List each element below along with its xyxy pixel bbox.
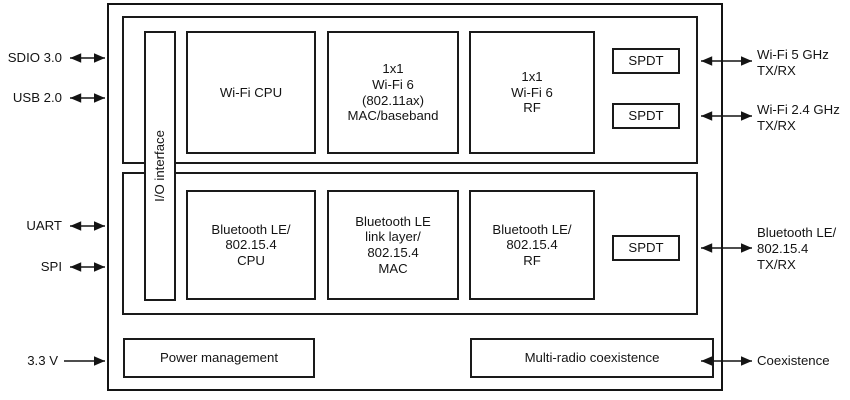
pin-label-sdio: SDIO 3.0 — [7, 50, 62, 65]
wifi-mac-baseband-label: 1x1 Wi-Fi 6 (802.11ax) MAC/baseband — [347, 61, 439, 124]
io-interface-label: I/O interface — [152, 130, 168, 202]
bt-cpu-label: Bluetooth LE/ 802.15.4 CPU — [211, 221, 291, 268]
bt-cpu-block[interactable]: Bluetooth LE/ 802.15.4 CPU — [186, 190, 316, 300]
power-management-block[interactable]: Power management — [123, 338, 315, 378]
spdt-bt-switch[interactable]: SPDT — [612, 235, 680, 261]
io-interface-block[interactable]: I/O interface — [144, 31, 176, 301]
spdt-bt-label: SPDT — [628, 240, 664, 256]
spdt-wifi-24ghz-label: SPDT — [628, 108, 664, 124]
pin-label-bt-tx-rx: Bluetooth LE/ 802.15.4 TX/RX — [757, 225, 837, 273]
spdt-wifi-24ghz-switch[interactable]: SPDT — [612, 103, 680, 129]
bt-rf-label: Bluetooth LE/ 802.15.4 RF — [492, 221, 572, 268]
pin-label-wifi-24ghz: Wi-Fi 2.4 GHz TX/RX — [757, 102, 840, 134]
pin-label-supply: 3.3 V — [27, 353, 58, 368]
bt-link-layer-mac-label: Bluetooth LE link layer/ 802.15.4 MAC — [355, 213, 431, 276]
spdt-wifi-5ghz-switch[interactable]: SPDT — [612, 48, 680, 74]
pin-label-wifi-5ghz: Wi-Fi 5 GHz TX/RX — [757, 47, 829, 79]
bt-rf-block[interactable]: Bluetooth LE/ 802.15.4 RF — [469, 190, 595, 300]
multi-radio-coexistence-block[interactable]: Multi-radio coexistence — [470, 338, 714, 378]
power-management-label: Power management — [159, 350, 279, 366]
wifi-rf-label: 1x1 Wi-Fi 6 RF — [511, 69, 553, 116]
spdt-wifi-5ghz-label: SPDT — [628, 53, 664, 69]
pin-label-uart: UART — [26, 218, 62, 233]
wifi-cpu-block[interactable]: Wi-Fi CPU — [186, 31, 316, 154]
wifi-cpu-label: Wi-Fi CPU — [219, 84, 283, 100]
pin-label-coexistence: Coexistence — [757, 353, 830, 368]
wifi-mac-baseband-block[interactable]: 1x1 Wi-Fi 6 (802.11ax) MAC/baseband — [327, 31, 459, 154]
wifi-rf-block[interactable]: 1x1 Wi-Fi 6 RF — [469, 31, 595, 154]
bt-link-layer-mac-block[interactable]: Bluetooth LE link layer/ 802.15.4 MAC — [327, 190, 459, 300]
multi-radio-coexistence-label: Multi-radio coexistence — [524, 350, 660, 366]
pin-label-usb: USB 2.0 — [12, 90, 62, 105]
pin-label-spi: SPI — [40, 259, 62, 274]
